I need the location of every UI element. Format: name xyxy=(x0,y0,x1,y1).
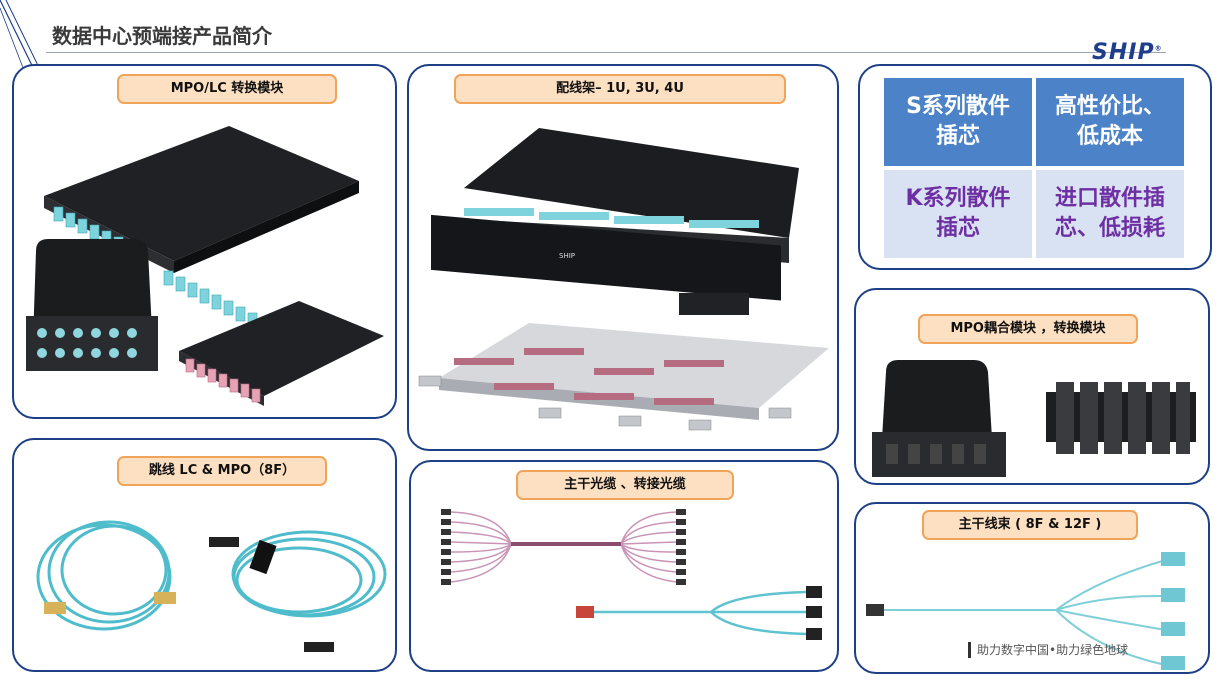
table-cell-k-series-desc: 进口散件插芯、低损耗 xyxy=(1036,170,1184,258)
ferrule-comparison-table: S系列散件插芯 高性价比、低成本 K系列散件插芯 进口散件插芯、低损耗 xyxy=(884,78,1184,260)
panel-patch-cords: 跳线 LC & MPO（8F） xyxy=(12,438,397,672)
mpo-lc-module-images xyxy=(26,126,384,406)
patch-frame-images: SHIP xyxy=(418,128,829,431)
table-cell-s-series-desc: 高性价比、低成本 xyxy=(1036,78,1184,166)
svg-text:SHIP: SHIP xyxy=(559,252,575,260)
panel-patch-frame: 配线架– 1U, 3U, 4U SHIP xyxy=(407,64,839,451)
brand-logo: SHIP® xyxy=(1092,40,1163,65)
panel-trunk-cable: 主干光缆 、转接光缆 xyxy=(409,460,839,672)
tag-patch: 跳线 LC & MPO（8F） xyxy=(117,456,327,486)
page-title: 数据中心预端接产品简介 xyxy=(52,24,272,48)
table-cell-k-series: K系列散件插芯 xyxy=(884,170,1032,258)
panel-mpo-lc-module: MPO/LC 转换模块 xyxy=(12,64,397,419)
tag-mpo-lc: MPO/LC 转换模块 xyxy=(117,74,337,104)
footer-slogan-text: 助力数字中国•助力绿色地球 xyxy=(977,643,1129,657)
footer-bar xyxy=(968,641,971,658)
coupler-images xyxy=(872,360,1196,477)
footer-slogan: 助力数字中国•助力绿色地球 xyxy=(968,641,1128,658)
tag-frame: 配线架– 1U, 3U, 4U xyxy=(454,74,786,104)
tag-trunk-cable: 主干光缆 、转接光缆 xyxy=(516,470,734,500)
patch-cord-images xyxy=(36,520,387,652)
tag-harness: 主干线束 ( 8F & 12F ) xyxy=(922,510,1138,540)
harness-images xyxy=(866,552,1185,670)
panel-trunk-harness: 主干线束 ( 8F & 12F ) xyxy=(854,502,1210,674)
table-cell-s-series: S系列散件插芯 xyxy=(884,78,1032,166)
panel-mpo-coupler: MPO耦合模块 ，转换模块 xyxy=(854,288,1210,485)
title-divider xyxy=(46,52,1166,53)
tag-coupler: MPO耦合模块 ，转换模块 xyxy=(918,314,1138,344)
trunk-cable-images xyxy=(441,509,822,640)
